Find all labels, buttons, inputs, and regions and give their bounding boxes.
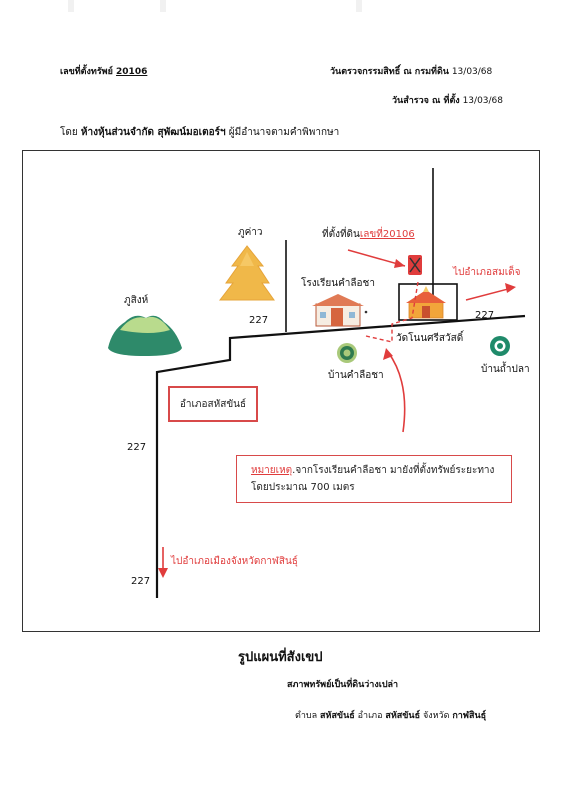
label-temple: วัดโนนศรีสวัสดิ์ [396, 333, 464, 344]
mountain-phu-khao-icon [218, 245, 275, 301]
school-icon [312, 294, 368, 327]
label-road-227-bottom: 227 [131, 576, 151, 587]
map-title: รูปแผนที่สังเขป [238, 650, 323, 665]
village-khamluecha-icon [337, 343, 357, 363]
survey-value: 13/03/68 [462, 96, 503, 106]
label-school: โรงเรียนคำลือชา [301, 278, 375, 289]
owner-suffix: ผู้มีอำนาจตามคำพิพากษา [228, 127, 340, 138]
road-main [155, 314, 526, 598]
scan-edge-mark [68, 0, 74, 12]
location-line: ตำบล สหัสขันธ์ อำเภอ สหัสขันธ์ จังหวัด ก… [295, 712, 486, 721]
province-label: จังหวัด [422, 711, 450, 721]
note-line-2: โดยประมาณ 700 เมตร [251, 482, 355, 493]
land-check-date: วันตรวจกรรมสิทธิ์ ณ กรมที่ดิน 13/03/68 [330, 68, 492, 77]
asset-number-value: 20106 [116, 67, 148, 77]
land-check-value: 13/03/68 [451, 67, 493, 77]
note-prefix: หมายเหตุ [251, 465, 293, 476]
owner-line: โดย ห้างหุ้นส่วนจำกัด สุพัฒน์มอเตอร์ฯ ผู… [60, 128, 339, 138]
label-road-227-left: 227 [127, 442, 147, 453]
note-line-1-text: .จากโรงเรียนคำลือชา มายังที่ตั้งทรัพย์ระ… [292, 465, 495, 476]
label-road-227-top: 227 [249, 315, 269, 326]
temple-plot-outline [398, 283, 458, 321]
asset-number: เลขที่ตั้งทรัพย์ 20106 [60, 68, 147, 77]
amphoe-label: อำเภอ [357, 711, 383, 721]
label-village-khamluecha: บ้านคำลือชา [328, 370, 384, 381]
owner-company: ห้างหุ้นส่วนจำกัด สุพัฒน์มอเตอร์ฯ [80, 127, 226, 138]
mountain-phu-sing-icon [108, 315, 182, 356]
note-curve-arrow [387, 351, 406, 433]
label-phu-sing: ภูสิงห์ [124, 295, 149, 306]
district-label: อำเภอสหัสขันธ์ [179, 398, 247, 410]
note-line-1: หมายเหตุ.จากโรงเรียนคำลือชา มายังที่ตั้ง… [251, 462, 511, 479]
owner-prefix: โดย [60, 127, 78, 138]
tambon-value: สหัสขันธ์ [320, 711, 355, 721]
village-namplan-icon [490, 336, 510, 356]
scan-edge-mark [356, 0, 362, 12]
tambon-label: ตำบล [295, 711, 318, 721]
note-curve-arrowhead [383, 348, 393, 360]
to-somdet-arrow [465, 287, 513, 301]
to-kalasin-arrowhead [158, 568, 168, 578]
survey-label: วันสำรวจ ณ ที่ตั้ง [392, 96, 460, 106]
land-check-label: วันตรวจกรรมสิทธิ์ ณ กรมที่ดิน [330, 67, 449, 77]
site-pointer-arrowhead [394, 259, 405, 268]
label-phu-khao: ภูค่าว [238, 227, 263, 238]
asset-number-label: เลขที่ตั้งทรัพย์ [60, 67, 113, 77]
label-road-227-right: 227 [475, 310, 495, 321]
site-marker-icon [408, 255, 422, 275]
province-value: กาฬสินธุ์ [452, 711, 487, 721]
note-box: หมายเหตุ.จากโรงเรียนคำลือชา มายังที่ตั้ง… [236, 455, 512, 503]
district-box: อำเภอสหัสขันธ์ [168, 386, 258, 422]
property-condition: สภาพทรัพย์เป็นที่ดินว่างเปล่า [287, 680, 399, 690]
amphoe-value: สหัสขันธ์ [385, 711, 421, 721]
route-dashed [365, 281, 419, 343]
label-site: ที่ตั้งที่ดินเลขที่20106 [322, 230, 415, 240]
label-site-highlight: เลขที่20106 [359, 229, 415, 240]
temple-icon [406, 286, 446, 319]
map-frame [22, 150, 540, 632]
label-to-somdet: ไปอำเภอสมเด็จ [453, 267, 521, 278]
to-somdet-arrowhead [505, 283, 516, 293]
scan-edge-mark [160, 0, 166, 12]
label-to-kalasin: ไปอำเภอเมืองจังหวัดกาฬสินธุ์ [171, 556, 298, 567]
survey-date: วันสำรวจ ณ ที่ตั้ง 13/03/68 [392, 97, 503, 106]
label-village-namplan: บ้านถ้ำปลา [481, 364, 530, 375]
label-site-prefix: ที่ตั้งที่ดิน [322, 229, 360, 240]
